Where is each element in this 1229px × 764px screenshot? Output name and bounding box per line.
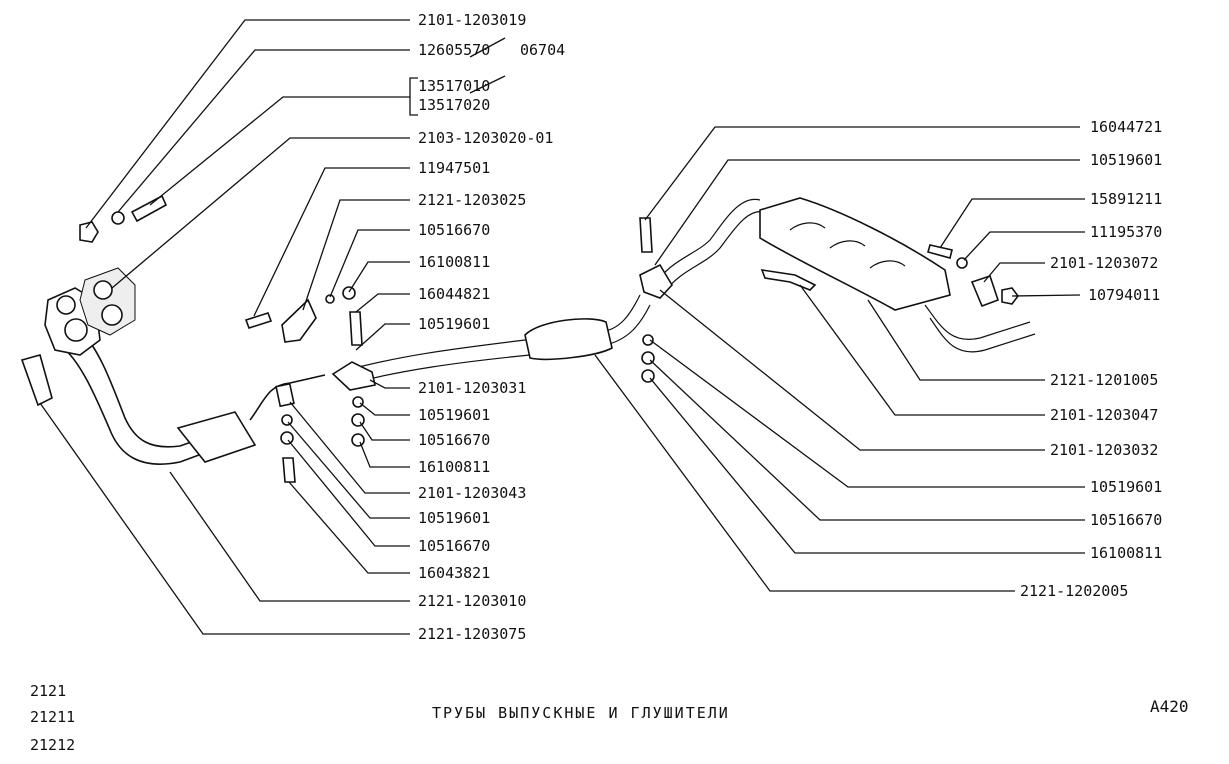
gasket-hole-2: [101, 304, 123, 326]
flange-hole-1: [56, 295, 76, 315]
label-10794011: 10794011: [1088, 286, 1160, 304]
label-10519601-e: 10519601: [1090, 478, 1162, 496]
washer: [111, 211, 125, 225]
hanger-bracket: [760, 269, 817, 291]
washer-r1: [642, 334, 654, 346]
flange-gasket: [79, 267, 136, 336]
bolt-right: [927, 244, 953, 259]
label-2103-1203020-01: 2103-1203020-01: [418, 129, 553, 147]
label-10519601-d: 10519601: [1090, 151, 1162, 169]
label-2121-1203075: 2121-1203075: [418, 625, 526, 643]
bolt-vertical: [349, 311, 363, 346]
tail-pipe: [924, 304, 1031, 340]
label-12605570: 12605570: [418, 41, 490, 59]
labels-middle: 2101-1203031 10519601 10516670 16100811 …: [418, 379, 526, 643]
gasket-hole-1: [93, 280, 113, 300]
nut-right: [1001, 287, 1019, 305]
rear-clamp: [639, 263, 673, 299]
leader-lines: [39, 19, 1085, 635]
label-15891211: 15891211: [1090, 190, 1162, 208]
front-resonator: [176, 411, 257, 463]
model-1: 2121: [30, 682, 66, 700]
label-2121-1201005: 2121-1201005: [1050, 371, 1158, 389]
pipe-clamp-1: [275, 382, 295, 408]
label-10519601-c: 10519601: [418, 509, 490, 527]
label-2121-1203025: 2121-1203025: [418, 191, 526, 209]
nut-l1: [280, 431, 294, 445]
label-10516670-d: 10516670: [1090, 511, 1162, 529]
middle-muffler: [524, 318, 613, 361]
label-16100811-c: 16100811: [1090, 544, 1162, 562]
pipe-clamp-2: [331, 361, 376, 391]
rear-pipe-2: [664, 210, 766, 293]
silencer-rib-1: [789, 222, 826, 231]
label-10516670: 10516670: [418, 221, 490, 239]
flange-hole-2: [64, 318, 88, 342]
label-2101-1203047: 2101-1203047: [1050, 406, 1158, 424]
nut-m2: [351, 433, 365, 447]
label-2101-1203043: 2101-1203043: [418, 484, 526, 502]
parts-drawing: [20, 194, 1036, 483]
label-13517010: 13517010: [418, 77, 490, 95]
label-16100811: 16100811: [418, 253, 490, 271]
label-2101-1203072: 2101-1203072: [1050, 254, 1158, 272]
rear-pipe: [654, 198, 761, 286]
label-10516670-c: 10516670: [418, 537, 490, 555]
bolt-rear: [639, 217, 653, 253]
model-2: 21211: [30, 708, 75, 726]
washer-l1: [281, 414, 293, 426]
rear-silencer: [759, 197, 951, 311]
label-11947501: 11947501: [418, 159, 490, 177]
page-code: A420: [1150, 697, 1189, 716]
labels-right: 16044721 10519601 15891211 11195370 2101…: [1020, 118, 1162, 600]
tail-pipe-2: [929, 317, 1036, 353]
middle-pipe-2: [344, 304, 651, 386]
silencer-rib-3: [869, 260, 906, 269]
washer-right: [956, 257, 968, 269]
label-16100811-b: 16100811: [418, 458, 490, 476]
label-10519601-b: 10519601: [418, 406, 490, 424]
bolt-l1: [282, 457, 296, 483]
page-title: ТРУБЫ ВЫПУСКНЫЕ И ГЛУШИТЕЛИ: [432, 704, 730, 722]
label-2121-1202005: 2121-1202005: [1020, 582, 1128, 600]
washer-m1: [352, 396, 364, 408]
bracket-right: [970, 274, 1000, 308]
washer-2: [325, 294, 335, 304]
nut-2: [342, 286, 356, 300]
model-3: 21212: [30, 736, 75, 754]
label-2101-1203019: 2101-1203019: [418, 11, 526, 29]
label-16044721: 16044721: [1090, 118, 1162, 136]
label-2121-1203010: 2121-1203010: [418, 592, 526, 610]
clamp-bracket: [281, 298, 317, 343]
front-down-pipe-2: [79, 329, 241, 448]
label-06704: 06704: [520, 41, 565, 59]
footer: 2121 21211 21212 ТРУБЫ ВЫПУСКНЫЕ И ГЛУШИ…: [30, 682, 1189, 754]
middle-pipe: [339, 294, 641, 373]
bolt-small: [244, 312, 273, 329]
label-16044821: 16044821: [418, 285, 490, 303]
label-2101-1203032: 2101-1203032: [1050, 441, 1158, 459]
silencer-rib-2: [829, 240, 866, 249]
labels-left: 2101-1203019 12605570 06704 13517010 135…: [418, 11, 565, 333]
label-11195370: 11195370: [1090, 223, 1162, 241]
label-16043821: 16043821: [418, 564, 490, 582]
label-2101-1203031: 2101-1203031: [418, 379, 526, 397]
label-10516670-b: 10516670: [418, 431, 490, 449]
label-13517020: 13517020: [418, 96, 490, 114]
label-10519601: 10519601: [418, 315, 490, 333]
mounting-strip: [20, 354, 53, 407]
stud: [130, 194, 168, 223]
